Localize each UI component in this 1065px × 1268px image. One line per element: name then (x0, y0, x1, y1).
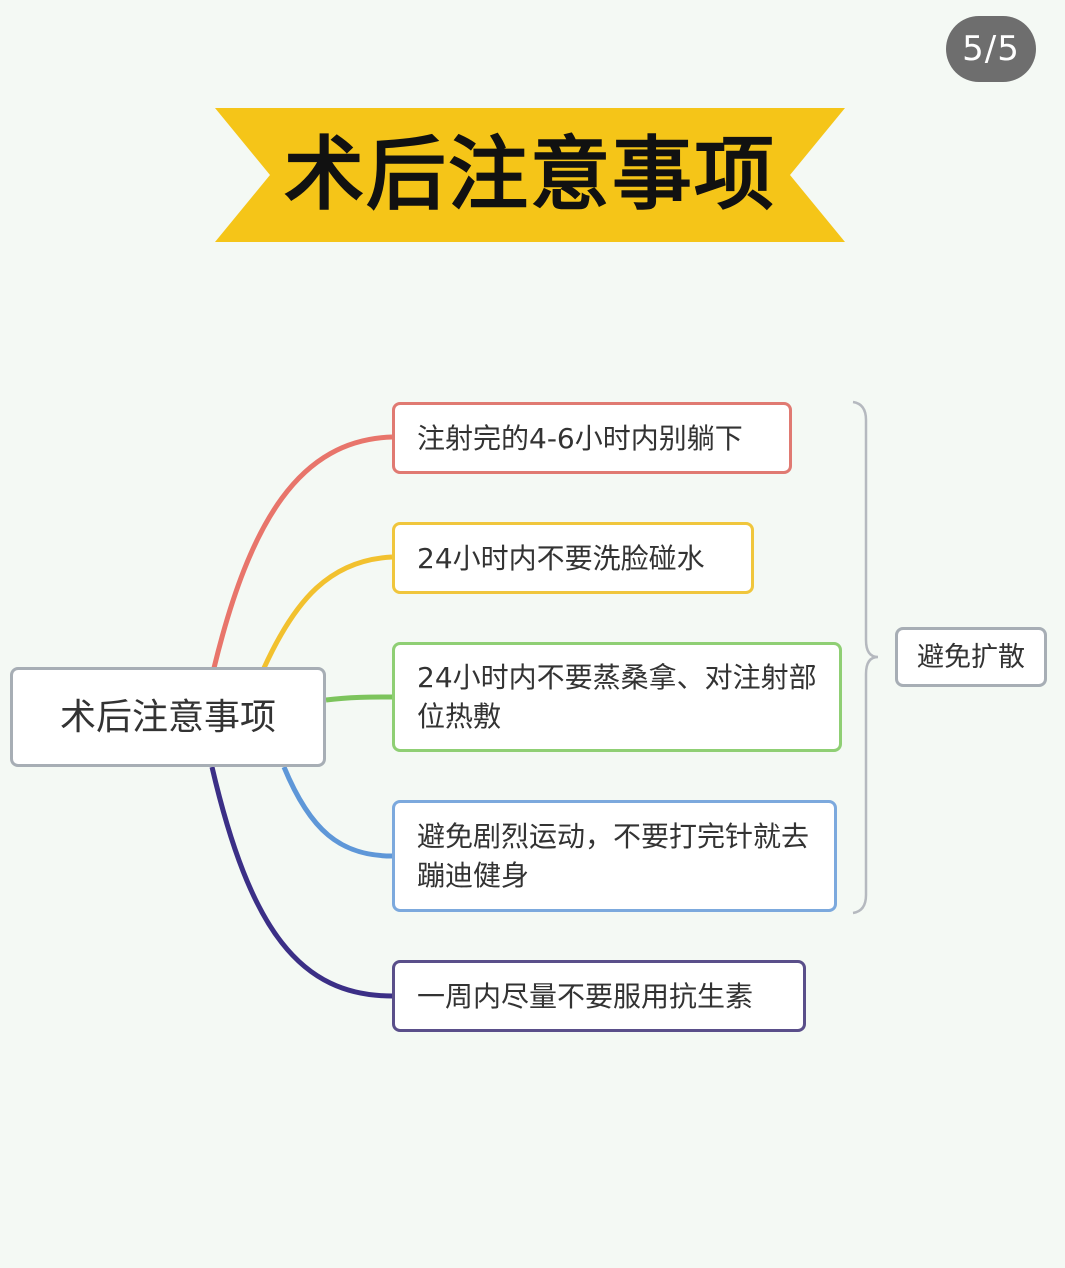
mindmap-root-node: 术后注意事项 (10, 667, 326, 767)
branch-line-3 (325, 694, 393, 703)
mindmap-summary-node: 避免扩散 (895, 627, 1047, 687)
mindmap-item-node: 24小时内不要蒸桑拿、对注射部位热敷 (392, 642, 842, 752)
mindmap-item-node: 24小时内不要洗脸碰水 (392, 522, 754, 594)
mindmap-item-node: 一周内尽量不要服用抗生素 (392, 960, 806, 1032)
branch-line-2 (261, 554, 393, 670)
title-banner: 术后注意事项 (215, 108, 845, 242)
banner-ribbon-shape (215, 108, 845, 242)
branch-line-4 (281, 766, 393, 859)
branch-line-5 (209, 766, 393, 999)
summary-bracket (852, 400, 879, 915)
mindmap-item-node: 避免剧烈运动，不要打完针就去蹦迪健身 (392, 800, 837, 912)
page-counter: 5/5 (946, 16, 1036, 82)
page-title: 术后注意事项 (284, 128, 776, 221)
branch-line-1 (211, 434, 393, 669)
mindmap-item-node: 注射完的4-6小时内别躺下 (392, 402, 792, 474)
